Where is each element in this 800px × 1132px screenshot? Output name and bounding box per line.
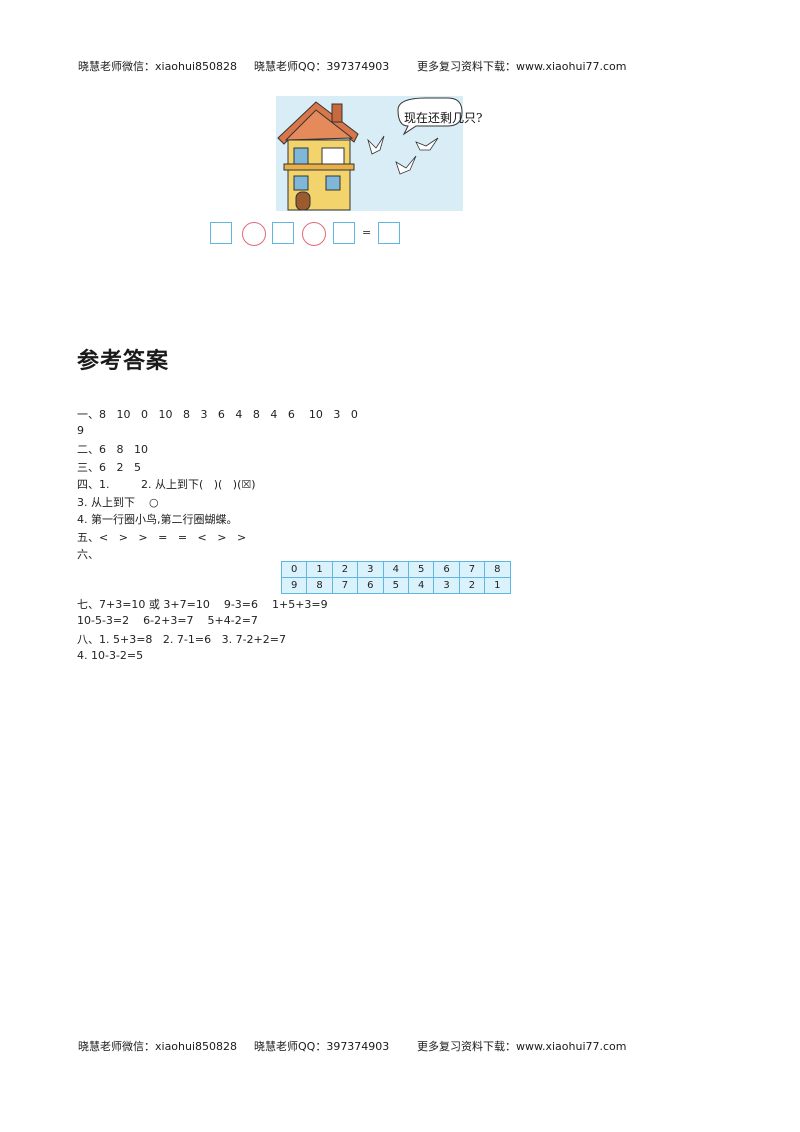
- answer-line-11: 10-5-3=2 6-2+3=7 5+4-2=7: [77, 614, 258, 627]
- house-birds-drawing: [277, 97, 463, 211]
- answer-line-3: 二、6 8 10: [77, 443, 148, 456]
- table-cell: 1: [306, 561, 333, 578]
- lower-window-right: [325, 175, 341, 191]
- door: [295, 191, 311, 211]
- table-cell: 9: [280, 577, 308, 594]
- table-cell: 5: [407, 561, 435, 578]
- page-footer: 晓慧老师微信：xiaohui850828 晓慧老师QQ：397374903 更多复习…: [78, 1038, 627, 1054]
- house-birds-illustration: [276, 96, 463, 211]
- table-cell: 6: [357, 577, 384, 594]
- table-cell: 8: [306, 577, 333, 594]
- answer-line-2: 9: [77, 424, 84, 437]
- answer-line-4: 三、6 2 5: [77, 461, 141, 474]
- bird-2: [395, 155, 417, 175]
- table-cell: 2: [458, 577, 486, 594]
- table-cell: 7: [331, 577, 359, 594]
- header-qq: 晓慧老师QQ：397374903: [254, 60, 390, 73]
- operator-circle-1[interactable]: [242, 222, 266, 246]
- upper-window-right: [321, 147, 345, 167]
- table-row-top: 0 1 2 3 4 5 6 7 8: [280, 561, 511, 578]
- answer-box-result[interactable]: [378, 222, 400, 244]
- speech-bubble-text: 现在还剩几只?: [404, 111, 483, 125]
- footer-download: 更多复习资料下载：www.xiaohui77.com: [417, 1040, 627, 1053]
- table-cell: 4: [382, 561, 409, 578]
- header-wechat: 晓慧老师微信：xiaohui850828: [78, 60, 238, 73]
- answer-line-5: 四、1. 2. 从上到下( )( )(☒): [77, 478, 256, 491]
- table-cell: 3: [357, 561, 384, 578]
- answer-box-3[interactable]: [333, 222, 355, 244]
- answer-line-13: 4. 10-3-2=5: [77, 649, 144, 662]
- answer-line-12: 八、1. 5+3=8 2. 7-1=6 3. 7-2+2=7: [77, 633, 286, 646]
- table-cell: 8: [484, 561, 511, 578]
- answer-box-2[interactable]: [272, 222, 294, 244]
- table-cell: 6: [433, 561, 460, 578]
- upper-window-left: [293, 147, 309, 165]
- answer-line-1: 一、8 10 0 10 8 3 6 4 8 4 6 10 3 0: [77, 408, 358, 421]
- operator-circle-2[interactable]: [302, 222, 326, 246]
- lower-window-left: [293, 175, 309, 191]
- header-download: 更多复习资料下载：www.xiaohui77.com: [417, 60, 627, 73]
- table-cell: 5: [382, 577, 409, 594]
- table-cell: 7: [458, 561, 486, 578]
- bird-3: [415, 137, 439, 151]
- answer-line-7: 4. 第一行圈小鸟,第二行圈蝴蝶。: [77, 513, 238, 526]
- answer-line-6: 3. 从上到下 ○: [77, 496, 159, 509]
- answer-box-1[interactable]: [210, 222, 232, 244]
- bird-1: [367, 135, 385, 155]
- answer-line-8: 五、< > > = = < > >: [77, 531, 247, 544]
- table-cell: 1: [484, 577, 511, 594]
- table-cell: 2: [331, 561, 359, 578]
- balcony: [283, 163, 355, 171]
- answer-line-9: 六、: [77, 548, 99, 561]
- table-cell: 4: [407, 577, 435, 594]
- footer-qq: 晓慧老师QQ：397374903: [254, 1040, 390, 1053]
- table-row-bottom: 9 8 7 6 5 4 3 2 1: [280, 577, 511, 594]
- page-header: 晓慧老师微信：xiaohui850828 晓慧老师QQ：397374903 更多复习…: [78, 58, 627, 74]
- answer-line-10: 七、7+3=10 或 3+7=10 9-3=6 1+5+3=9: [77, 598, 328, 611]
- footer-wechat: 晓慧老师微信：xiaohui850828: [78, 1040, 238, 1053]
- chimney: [331, 103, 343, 123]
- answers-title: 参考答案: [77, 349, 170, 374]
- equals-sign: =: [362, 226, 372, 239]
- roof-face: [284, 109, 354, 141]
- table-cell: 3: [433, 577, 460, 594]
- number-pair-table: 0 1 2 3 4 5 6 7 8 9 8 7 6 5 4 3 2 1: [280, 561, 511, 594]
- speech-bubble: [397, 97, 463, 136]
- table-cell: 0: [280, 561, 308, 578]
